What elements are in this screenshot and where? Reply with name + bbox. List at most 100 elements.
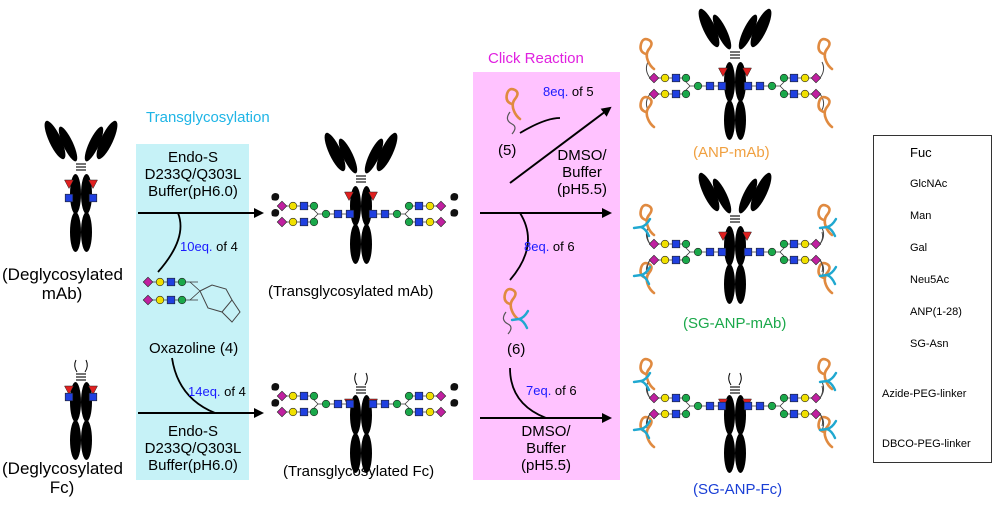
mannose-icon — [767, 247, 777, 257]
fc-domain — [81, 212, 92, 252]
mannose-icon — [681, 409, 691, 419]
product-sg-anp-mab-label: (SG-ANP-mAb) — [683, 315, 787, 332]
antibody-fc — [64, 359, 98, 460]
anp-icon — [817, 261, 834, 295]
antibody-fc — [718, 372, 752, 473]
azide-linker-icon — [450, 383, 459, 391]
glcnac-icon — [705, 81, 715, 91]
mannose-icon — [404, 407, 414, 417]
equivalents-6b: 7eq. of 6 — [526, 383, 577, 398]
fucose-icon — [742, 67, 752, 78]
glycan-cluster — [639, 37, 727, 129]
curve-reagent-in — [157, 212, 182, 273]
glcnac-icon — [299, 217, 309, 227]
glcnac-icon — [743, 401, 753, 411]
glcnac-icon — [368, 209, 378, 219]
glcnac-icon — [414, 391, 424, 401]
mannose-icon — [404, 391, 414, 401]
neu5ac-icon — [142, 276, 154, 288]
fc-domain — [735, 226, 746, 266]
galactose-icon — [288, 201, 298, 211]
fab-arm — [324, 132, 346, 172]
galactose-icon — [660, 409, 670, 419]
legend: Fuc GlcNAc Man Gal Neu5Ac ANP(1-28) SG-A… — [873, 135, 992, 463]
azide-linker-icon — [271, 383, 280, 391]
mannose-icon — [177, 295, 187, 305]
fab-arm — [44, 120, 66, 160]
mannose-icon — [779, 255, 789, 265]
azide-linker-icon — [450, 399, 459, 407]
fc-hinge-stub — [728, 372, 742, 386]
fc-domain — [70, 420, 81, 460]
fc-hinge-stub — [354, 372, 368, 386]
sg-asn-icon — [818, 371, 838, 392]
product-sg-anp-fc-label: (SG-ANP-Fc) — [693, 481, 783, 498]
legend-label-man: Man — [910, 210, 932, 222]
glcnac-icon — [671, 73, 681, 83]
fucose-icon — [742, 231, 752, 242]
legend-label-gal: Gal — [910, 242, 928, 254]
glycan-cluster — [271, 193, 355, 228]
curve-reagent-in — [509, 367, 547, 419]
sg-asn-icon — [818, 265, 838, 286]
azide-linker-icon — [271, 209, 280, 217]
neu5ac-icon — [810, 392, 822, 404]
fucose-icon — [64, 179, 74, 190]
glcnac-icon — [671, 239, 681, 249]
anp-icon — [817, 415, 834, 449]
oxazoline-label: Oxazoline (4) — [149, 340, 239, 357]
glcnac-icon — [789, 393, 799, 403]
anp-icon — [817, 37, 834, 71]
neu5ac-icon — [648, 88, 660, 100]
galactose-icon — [800, 393, 810, 403]
fab-arm — [376, 132, 398, 172]
mannose-icon — [779, 73, 789, 83]
dbco-linker-icon — [506, 111, 516, 135]
mannose-icon — [681, 89, 691, 99]
fab-arm — [750, 172, 772, 212]
click-conditions-bottom: DMSO/Buffer(pH5.5) — [520, 423, 572, 474]
glycan-cluster — [743, 203, 838, 295]
legend-label-fuc: Fuc — [910, 145, 932, 160]
mannose-icon — [779, 89, 789, 99]
mannose-icon — [693, 81, 703, 91]
glcnac-icon — [755, 247, 765, 257]
mannose-icon — [779, 239, 789, 249]
fab-arm — [698, 172, 720, 212]
neu5ac-icon — [810, 254, 822, 266]
curve-reagent-in — [519, 117, 561, 134]
fab-arm — [698, 8, 720, 48]
neu5ac-icon — [810, 72, 822, 84]
glcnac-icon — [299, 391, 309, 401]
fc-domain — [735, 264, 746, 304]
antibody-mab — [324, 132, 398, 264]
neu5ac-icon — [435, 406, 447, 418]
neu5ac-icon — [810, 88, 822, 100]
glcnac-icon — [333, 399, 343, 409]
fc-domain — [724, 264, 735, 304]
anp-icon — [639, 37, 656, 71]
glcnac-icon — [299, 201, 309, 211]
glcnac-icon — [368, 399, 378, 409]
glcnac-icon — [743, 81, 753, 91]
neu5ac-icon — [276, 200, 288, 212]
antibody-mab — [698, 172, 772, 304]
antibody-mab — [698, 8, 772, 140]
galactose-icon — [155, 295, 165, 305]
glcnac-icon — [671, 409, 681, 419]
equivalents-6a: 8eq. of 6 — [524, 239, 575, 254]
fucose-icon — [64, 385, 74, 396]
click-conditions-top: DMSO/Buffer(pH5.5) — [556, 147, 608, 198]
fab-arm — [84, 126, 104, 162]
fc-domain — [70, 212, 81, 252]
fucose-icon — [88, 385, 98, 396]
glycan-cluster — [743, 357, 838, 449]
neu5ac-icon — [276, 406, 288, 418]
curve-reagent-in — [509, 212, 529, 281]
fab-arm — [750, 8, 772, 48]
transglycosylated-fc-label: (Transglycosylated Fc) — [283, 463, 435, 480]
glcnac-icon — [671, 255, 681, 265]
glcnac-icon — [166, 277, 176, 287]
